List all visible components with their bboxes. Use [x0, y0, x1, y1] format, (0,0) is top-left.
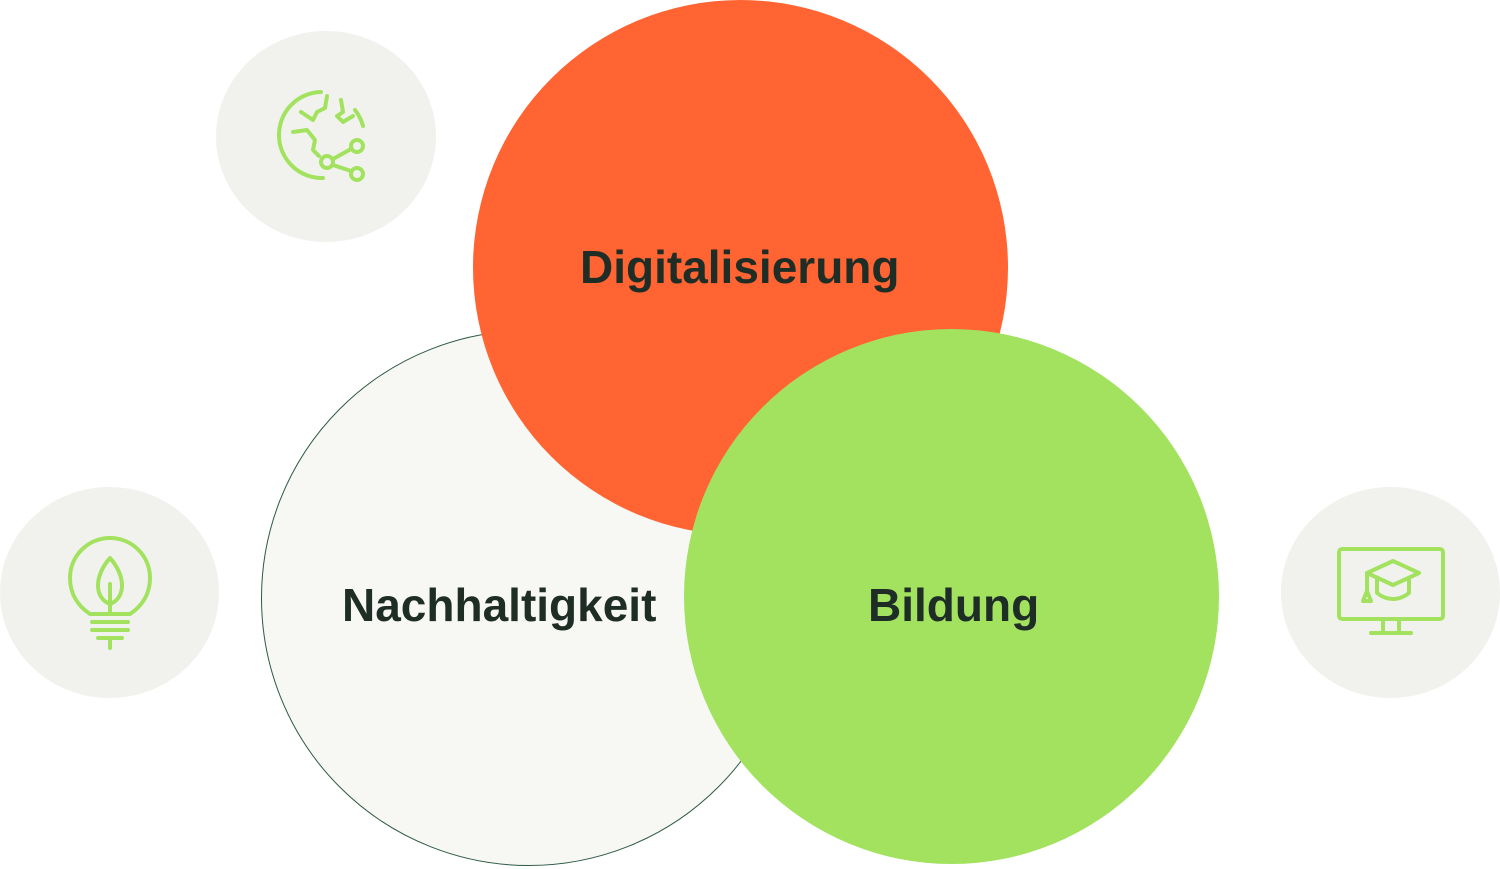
lightbulb-leaf-icon [67, 535, 152, 650]
label-nachhaltigkeit: Nachhaltigkeit [342, 579, 657, 631]
label-digitalisierung: Digitalisierung [580, 241, 900, 293]
label-bildung: Bildung [868, 579, 1040, 631]
lightbulb-leaf-badge [0, 487, 219, 698]
monitor-graduation-cap-badge [1281, 487, 1500, 698]
monitor-graduation-cap-icon [1336, 546, 1445, 635]
globe-network-badge [216, 31, 436, 242]
circle-bildung [684, 329, 1219, 864]
globe-network-icon [277, 89, 365, 182]
